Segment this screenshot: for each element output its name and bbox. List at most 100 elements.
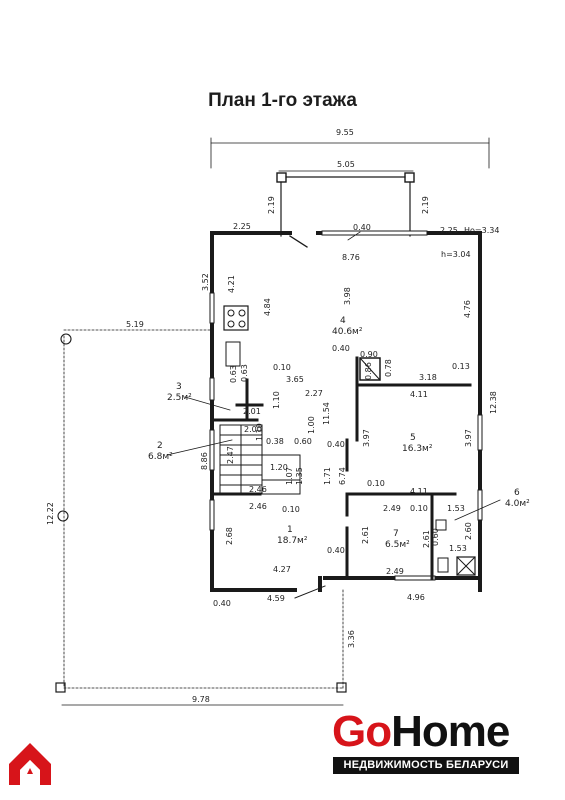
dim-label: 0.10 <box>282 505 300 514</box>
dim-label: 2.61 <box>361 526 370 544</box>
terrace-post <box>55 682 66 693</box>
dim-label: 3.97 <box>362 429 371 447</box>
dim-top-inner: 8.76 <box>342 253 360 262</box>
room-2-area: 6.8м² <box>148 452 173 462</box>
dim-label: 0.90 <box>360 350 378 359</box>
dim-label: 4.11 <box>410 487 428 496</box>
dim-window-top: 0.40 <box>353 223 371 232</box>
dim-porch-depth-left: 2.19 <box>267 196 276 214</box>
dim-label: 2.46 <box>249 485 267 494</box>
dim-terrace-front: 3.36 <box>347 630 356 648</box>
dim-h: h=3.04 <box>441 250 471 259</box>
room-7-area: 6.5м² <box>385 540 410 550</box>
porch-post-left <box>276 172 287 183</box>
dim-label: 0.10 <box>367 479 385 488</box>
dim-label: 1.10 <box>272 391 281 409</box>
room-5-number: 5 <box>410 433 416 443</box>
dim-label: 0.63 <box>229 365 238 383</box>
dim-label: 4.59 <box>267 594 285 603</box>
dim-label: 0.60 <box>431 528 440 546</box>
plan-title: План 1-го этажа <box>208 90 357 111</box>
washbasin <box>435 519 447 531</box>
room-6-number: 6 <box>514 488 520 498</box>
chimney <box>359 357 381 381</box>
dim-label: 1.53 <box>449 544 467 553</box>
dim-label: 1.53 <box>447 504 465 513</box>
toilet <box>437 557 449 573</box>
dim-porch-width: 5.05 <box>337 160 355 169</box>
dim-label: 4.76 <box>463 300 472 318</box>
dim-label: 1.20 <box>270 463 288 472</box>
dim-label: 8.86 <box>200 452 209 470</box>
cooktop <box>223 305 249 331</box>
dim-label: 0.60 <box>294 437 312 446</box>
dim-label: 0.86 <box>364 362 373 380</box>
room-6-area: 4.0м² <box>505 499 530 509</box>
dim-label: 11.54 <box>322 402 331 425</box>
dim-wall-right-top: 2.25 <box>440 226 458 235</box>
dim-label: 2.49 <box>383 504 401 513</box>
brand-name: GoHome <box>332 707 510 756</box>
dim-label: 4.27 <box>273 565 291 574</box>
room-7-number: 7 <box>393 529 399 539</box>
dim-label: 0.40 <box>327 440 345 449</box>
dim-label: 6.74 <box>338 467 347 485</box>
porch-post-right <box>404 172 415 183</box>
dim-label: 1.71 <box>323 467 332 485</box>
dim-label: 2.27 <box>305 389 323 398</box>
dim-label: 0.40 <box>332 344 350 353</box>
room-3-area: 2.5м² <box>167 393 192 403</box>
dim-label: 2.49 <box>386 567 404 576</box>
dim-terrace-bottom: 9.78 <box>192 695 210 704</box>
dim-label: 1.00 <box>307 416 316 434</box>
room-5-area: 16.3м² <box>402 444 433 454</box>
terrace-door[interactable] <box>289 235 308 248</box>
dim-label: 1.10 <box>255 423 264 441</box>
room-3-number: 3 <box>176 382 182 392</box>
dim-label: 3.52 <box>201 273 210 291</box>
staircase <box>219 424 301 495</box>
dim-label: 3.65 <box>286 375 304 384</box>
dim-overall-width: 9.55 <box>336 128 354 137</box>
dim-label: 1.07 <box>285 467 294 485</box>
dim-label: 2.00 <box>244 425 262 434</box>
shower-tray <box>456 556 476 576</box>
dim-label: 0.38 <box>266 437 284 446</box>
dim-label: 2.61 <box>422 530 431 548</box>
brand-tagline: НЕДВИЖИМОСТЬ БЕЛАРУСИ <box>333 757 519 774</box>
dim-label: 4.11 <box>410 390 428 399</box>
entry-door[interactable] <box>294 585 326 599</box>
brand-name-home: Home <box>391 707 510 756</box>
dim-porch-depth-right: 2.19 <box>421 196 430 214</box>
terrace-column <box>57 510 69 522</box>
dim-wall-left-top: 2.25 <box>233 222 251 231</box>
dim-label: 2.46 <box>249 502 267 511</box>
dim-label: 3.97 <box>464 429 473 447</box>
dim-label: 4.84 <box>263 298 272 316</box>
dim-label: 2.01 <box>243 407 261 416</box>
dim-label: 0.40 <box>213 599 231 608</box>
dim-terrace-depth: 12.22 <box>46 502 55 525</box>
room-2-number: 2 <box>157 441 163 451</box>
dim-label: 0.10 <box>273 363 291 372</box>
room-4-area: 40.6м² <box>332 327 363 337</box>
dim-label: 3.98 <box>343 287 352 305</box>
dim-label: 2.68 <box>225 527 234 545</box>
dim-label: 4.96 <box>407 593 425 602</box>
dim-label: 0.78 <box>384 359 393 377</box>
leader-lines <box>166 231 501 521</box>
dim-label: 12.38 <box>489 391 498 414</box>
dim-label: 1.35 <box>295 467 304 485</box>
dim-label: 2.47 <box>226 446 235 464</box>
dim-label: 0.13 <box>452 362 470 371</box>
room-4-number: 4 <box>340 316 346 326</box>
terrace-outline <box>63 329 344 689</box>
house-a-logo-icon <box>9 743 51 785</box>
dim-label: 0.40 <box>327 546 345 555</box>
terrace-post <box>336 682 347 693</box>
room-1-number: 1 <box>287 525 293 535</box>
brand-name-go: Go <box>332 707 392 756</box>
dim-ho: Ho=3.34 <box>464 226 499 235</box>
